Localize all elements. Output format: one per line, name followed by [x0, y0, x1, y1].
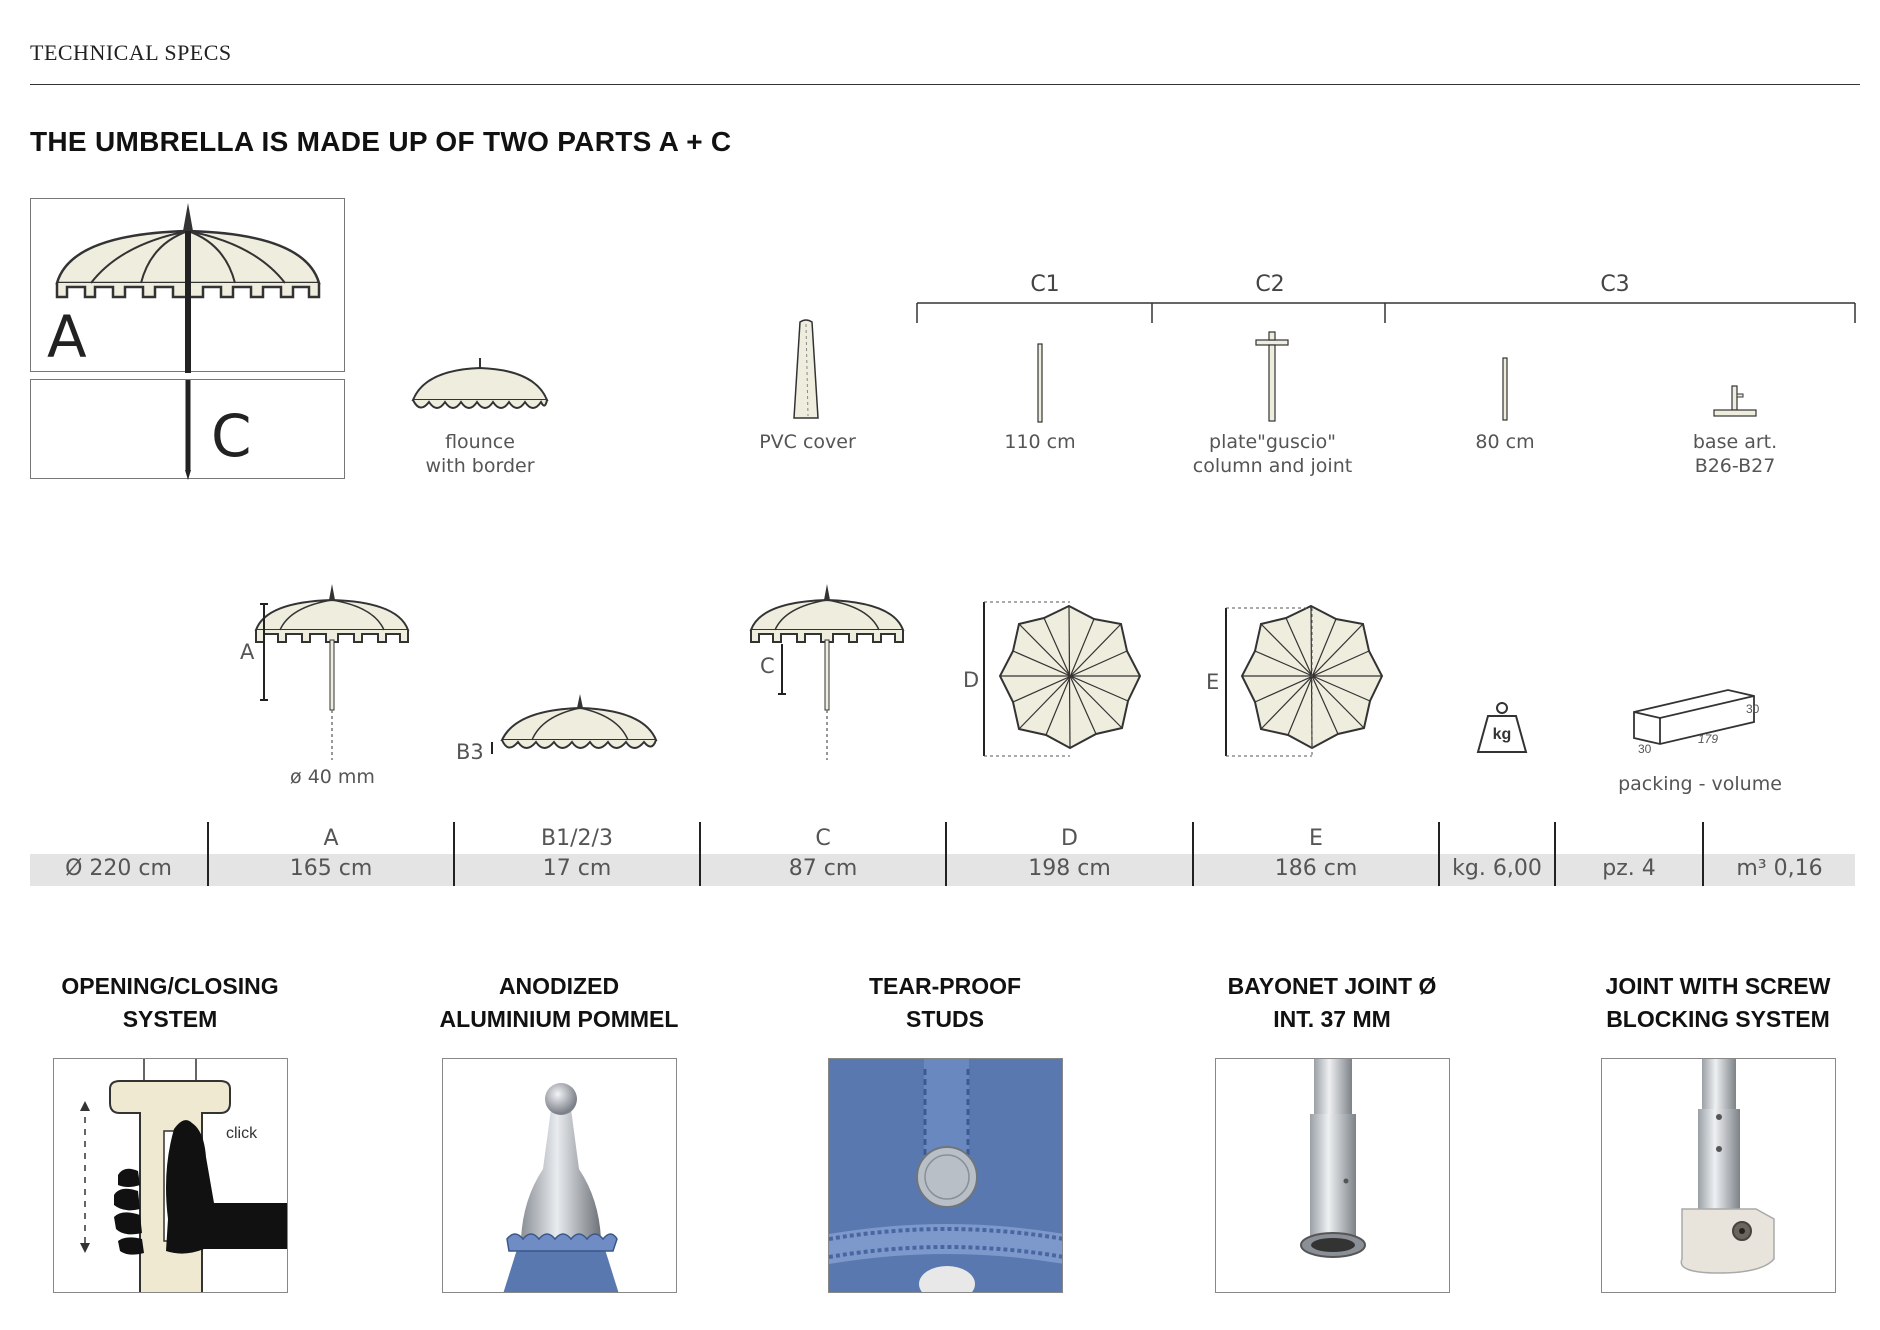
part-c-letter: C — [211, 402, 252, 470]
feature-title-pommel: ANODIZED ALUMINIUM POMMEL — [439, 973, 679, 1032]
packing-caption: packing - volume — [1618, 773, 1782, 795]
packing-box-icon: 30 179 30 — [1628, 686, 1768, 766]
page-title: THE UMBRELLA IS MADE UP OF TWO PARTS A +… — [30, 126, 732, 157]
c1-label: C1 — [1030, 272, 1060, 297]
c3a-caption: 80 cm — [1475, 431, 1535, 453]
pvc-cover-icon — [793, 319, 819, 419]
umbrella-dimension-b3-icon — [491, 694, 658, 754]
spec-table-band — [30, 854, 1855, 886]
spec-cell-b: B1/2/3 17 cm — [541, 826, 613, 881]
spec-cell-c: C 87 cm — [788, 826, 858, 881]
weight-icon: kg — [1472, 700, 1532, 755]
pole-c-icon — [185, 380, 191, 480]
dim-e-letter: E — [1206, 670, 1220, 694]
stud-icon — [829, 1059, 1062, 1292]
feature-image-bayonet — [1215, 1058, 1450, 1293]
feature-title-studs: TEAR-PROOF STUDS — [868, 973, 1022, 1032]
canopy-top-view-e-icon — [1225, 604, 1384, 757]
header-divider — [30, 84, 1860, 85]
feature-title-opening: OPENING/CLOSING SYSTEM — [61, 973, 279, 1032]
screw-joint-icon — [1680, 1059, 1775, 1274]
box-height-label: 30 — [1746, 702, 1760, 716]
umbrella-canopy-icon — [55, 203, 321, 373]
c3b-caption: base art. B26-B27 — [1692, 431, 1778, 477]
feature-image-opening: click — [53, 1058, 288, 1293]
click-label: click — [226, 1125, 258, 1142]
weight-icon-label: kg — [1492, 726, 1512, 743]
umbrella-dimension-c-icon — [749, 584, 905, 760]
umbrella-dimension-a-icon — [254, 584, 410, 760]
part-a-letter: A — [47, 303, 87, 371]
spec-cell-pieces: pz. 4 — [1602, 856, 1656, 881]
pommel-icon — [503, 1083, 619, 1292]
hand-slider-icon — [80, 1059, 287, 1292]
spec-divider — [699, 822, 701, 886]
pole-diameter-caption: ø 40 mm — [290, 766, 375, 788]
part-a-box: A — [30, 198, 345, 373]
spec-table: Ø 220 cm A 165 cm B1/2/3 17 cm C 87 cm D… — [30, 822, 1855, 886]
feature-image-pommel — [442, 1058, 677, 1293]
feature-title-bayonet: BAYONET JOINT Ø INT. 37 MM — [1227, 973, 1437, 1032]
spec-cell-d: D 198 cm — [1028, 826, 1111, 881]
spec-cell-e: E 186 cm — [1274, 826, 1358, 881]
spec-divider — [453, 822, 455, 886]
c1-caption: 110 cm — [1004, 431, 1076, 453]
pole-110-icon — [1037, 343, 1043, 423]
spec-divider — [1554, 822, 1556, 886]
spec-divider — [207, 822, 209, 886]
canopy-top-view-d-icon — [983, 601, 1142, 757]
feature-title-joint: JOINT WITH SCREW BLOCKING SYSTEM — [1605, 973, 1831, 1032]
spec-cell-weight: kg. 6,00 — [1452, 856, 1542, 881]
spec-divider — [1192, 822, 1194, 886]
column-bracket — [916, 302, 1856, 323]
spec-divider — [1438, 822, 1440, 886]
pvc-caption: PVC cover — [759, 431, 856, 453]
box-width-label: 30 — [1638, 742, 1652, 756]
part-c-box: C — [30, 379, 345, 480]
dim-b3-letter: B3 — [456, 740, 484, 764]
dim-c-letter: C — [760, 654, 775, 678]
spec-cell-volume: m³ 0,16 — [1736, 856, 1823, 881]
pole-80-icon — [1502, 357, 1508, 421]
section-title: TECHNICAL SPECS — [30, 40, 232, 65]
column-joint-icon — [1255, 331, 1289, 422]
spec-cell-a: A 165 cm — [289, 826, 373, 881]
bayonet-tube-icon — [1300, 1059, 1366, 1258]
feature-image-studs — [828, 1058, 1063, 1293]
feature-image-joint — [1601, 1058, 1836, 1293]
spec-cell-diameter: Ø 220 cm — [65, 856, 172, 881]
flounce-caption: flounce with border — [425, 431, 535, 477]
flounce-icon — [411, 358, 549, 409]
c2-caption: plate"guscio" column and joint — [1192, 431, 1353, 477]
spec-divider — [945, 822, 947, 886]
dim-a-letter: A — [240, 640, 255, 664]
c2-label: C2 — [1255, 272, 1285, 297]
c3-label: C3 — [1600, 272, 1630, 297]
box-length-label: 179 — [1698, 732, 1719, 746]
dim-d-letter: D — [963, 668, 980, 692]
spec-divider — [1702, 822, 1704, 886]
base-icon — [1713, 385, 1757, 417]
